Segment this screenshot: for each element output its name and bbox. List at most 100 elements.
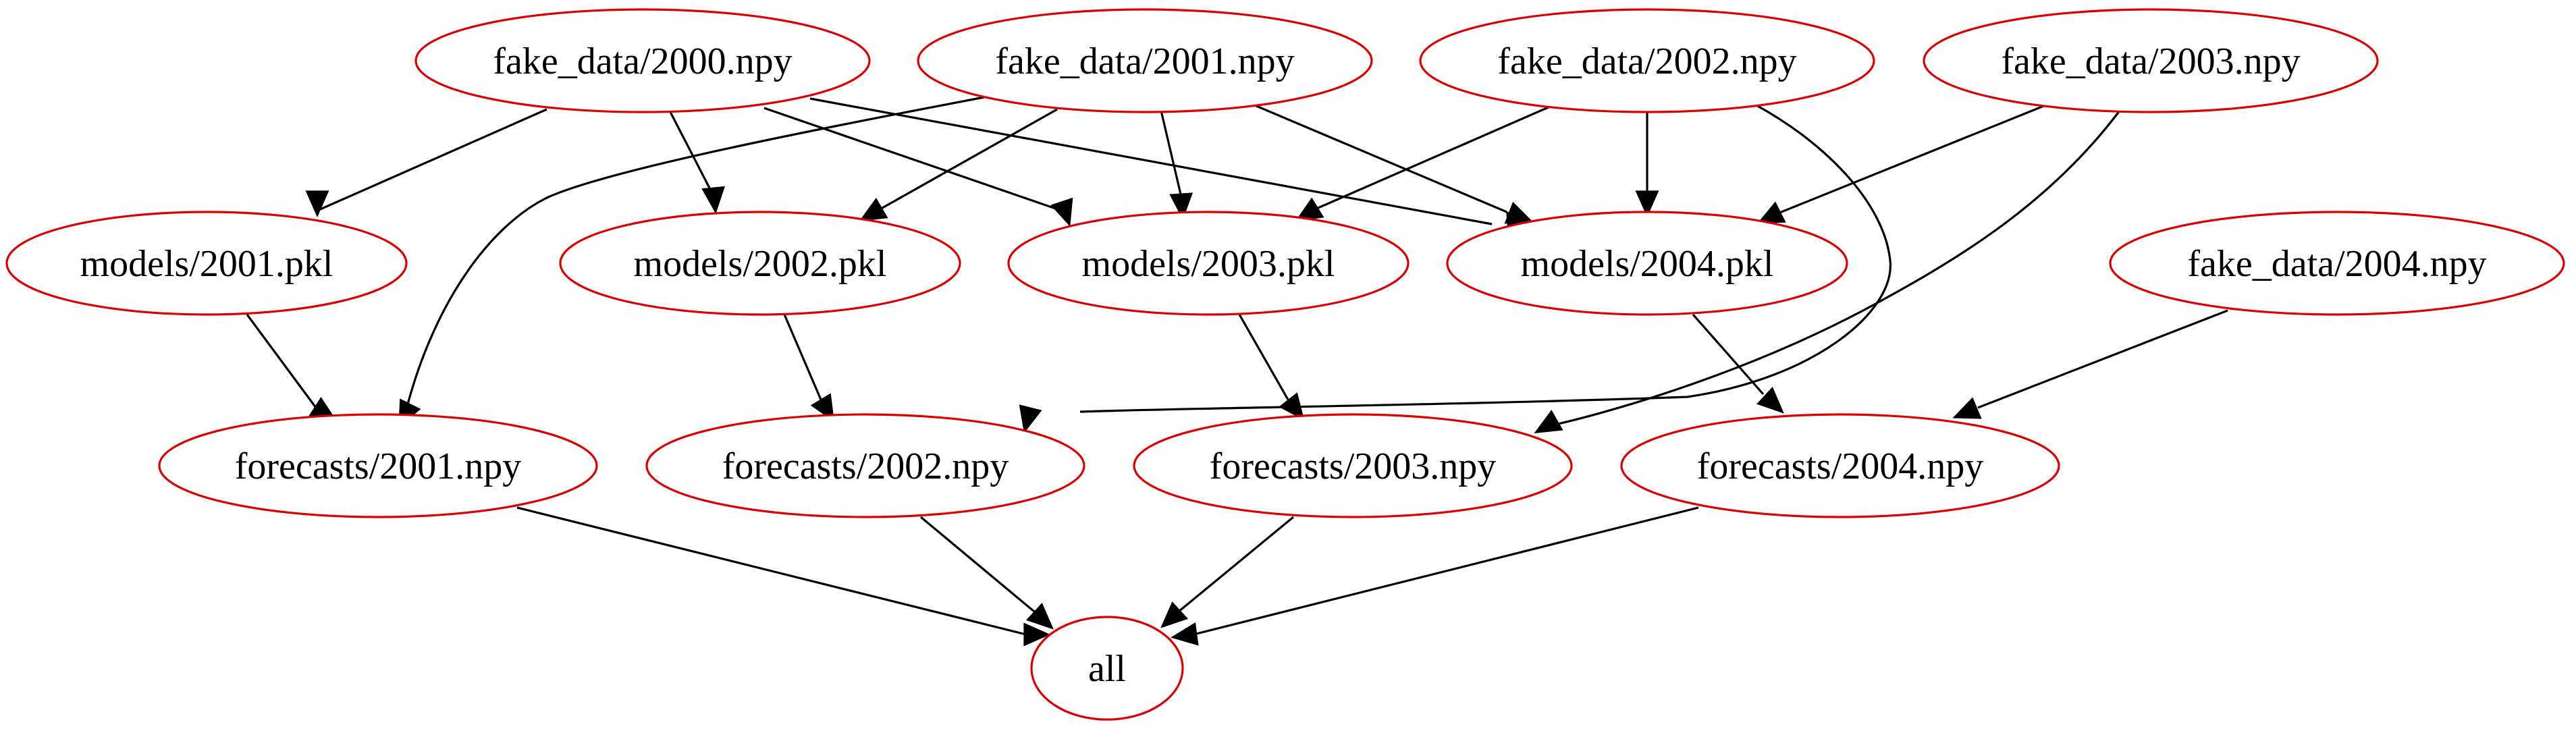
edge-line [668, 110, 716, 198]
node-ellipse [559, 211, 961, 316]
edge-line [919, 516, 1036, 613]
edge-line [809, 97, 1493, 225]
node-m2004[interactable]: models/2004.pkl [1446, 211, 1848, 316]
node-label: fake_data/2001.npy [995, 40, 1294, 82]
edge-m2004-f2004 [1692, 313, 1784, 414]
edge-fd2000-m2002 [668, 110, 725, 214]
node-fd2000[interactable]: fake_data/2000.npy [414, 8, 871, 113]
node-fd2001[interactable]: fake_data/2001.npy [917, 8, 1373, 113]
edge-m2003-f2003 [1238, 314, 1305, 421]
arrowhead-icon [1279, 392, 1305, 421]
node-ellipse [158, 413, 598, 518]
edge-fd2002-m2004 [1635, 112, 1659, 217]
edge-line [1977, 309, 2228, 409]
arrowhead-icon [1025, 603, 1054, 630]
edge-line [1777, 104, 2046, 215]
edge-f2004-all [1171, 506, 1699, 646]
node-ellipse [1923, 8, 2379, 113]
node-ellipse [917, 8, 1373, 113]
edge-line [1160, 110, 1183, 198]
edge-fd2004-f2004 [1952, 309, 2228, 419]
node-ellipse [1030, 616, 1184, 721]
edge-line [246, 314, 317, 408]
arrowhead-icon [1050, 197, 1073, 227]
edge-fd2001-m2002 [859, 108, 1058, 222]
arrowhead-icon [859, 197, 888, 222]
node-m2003[interactable]: models/2003.pkl [1007, 211, 1410, 316]
edge-line [1545, 110, 2121, 428]
edge-fd2002-m2003 [1295, 105, 1551, 222]
node-label: fake_data/2000.npy [493, 40, 792, 82]
arrowhead-icon [1534, 410, 1563, 433]
edge-fd2001-m2004 [1251, 103, 1534, 224]
edge-line [1177, 516, 1295, 613]
node-label: forecasts/2002.npy [722, 445, 1009, 487]
arrowhead-icon [1635, 190, 1659, 217]
node-label: models/2003.pkl [1082, 243, 1335, 285]
node-ellipse [1133, 413, 1573, 518]
node-label: fake_data/2003.npy [2001, 40, 2300, 82]
edge-line [1238, 314, 1289, 400]
node-label: models/2004.pkl [1521, 243, 1774, 285]
node-ellipse [2109, 211, 2565, 316]
arrowhead-icon [1756, 201, 1786, 224]
node-label: forecasts/2003.npy [1210, 445, 1497, 487]
arrowhead-icon [1952, 397, 1982, 419]
edge-line [1079, 103, 1891, 413]
arrowhead-icon [1019, 404, 1042, 433]
edge-line [1314, 105, 1551, 211]
edge-f2001-all [516, 506, 1050, 647]
node-label: models/2002.pkl [634, 243, 887, 285]
edge-m2002-f2002 [783, 314, 835, 423]
node-f2003[interactable]: forecasts/2003.npy [1133, 413, 1573, 518]
node-ellipse [414, 8, 871, 113]
edge-line [1193, 506, 1699, 636]
node-f2002[interactable]: forecasts/2002.npy [645, 413, 1085, 518]
edge-fd2003-m2004 [1756, 104, 2046, 224]
edge-line [1251, 103, 1507, 213]
node-m2002[interactable]: models/2002.pkl [559, 211, 961, 316]
arrowhead-icon [1756, 387, 1784, 414]
edge-line [404, 96, 985, 415]
arrowhead-icon [1023, 622, 1050, 647]
node-fd2004[interactable]: fake_data/2004.npy [2109, 211, 2565, 316]
node-label: fake_data/2004.npy [2187, 243, 2486, 285]
node-m2001[interactable]: models/2001.pkl [5, 211, 408, 316]
edge-line [516, 506, 1027, 636]
edge-f2003-all [1160, 516, 1295, 628]
arrowhead-icon [1169, 192, 1193, 220]
node-ellipse [1007, 211, 1410, 316]
arrowhead-icon [1160, 601, 1189, 628]
node-all[interactable]: all [1030, 616, 1184, 721]
edge-fd2003-f2003 [1534, 110, 2121, 433]
node-label: fake_data/2002.npy [1497, 40, 1796, 82]
node-label: models/2001.pkl [80, 243, 333, 285]
edge-m2001-f2001 [246, 314, 338, 422]
arrowhead-icon [1171, 622, 1199, 646]
edge-line [877, 108, 1058, 212]
edge-fd2000-m2003 [763, 107, 1073, 227]
node-ellipse [645, 413, 1085, 518]
edge-line [763, 107, 1066, 213]
edges-layer [246, 96, 2228, 647]
node-f2004[interactable]: forecasts/2004.npy [1620, 413, 2060, 518]
arrowhead-icon [701, 186, 725, 214]
node-f2001[interactable]: forecasts/2001.npy [158, 413, 598, 518]
node-ellipse [5, 211, 408, 316]
node-ellipse [1446, 211, 1848, 316]
arrowhead-icon [305, 190, 329, 217]
arrowhead-icon [810, 393, 835, 423]
node-ellipse [1620, 413, 2060, 518]
arrowhead-icon [1504, 201, 1534, 224]
node-fd2002[interactable]: fake_data/2002.npy [1419, 8, 1875, 113]
node-ellipse [1419, 8, 1875, 113]
edge-line [1692, 313, 1765, 396]
node-fd2003[interactable]: fake_data/2003.npy [1923, 8, 2379, 113]
edge-fd2000-m2001 [305, 108, 547, 217]
node-label: all [1088, 648, 1126, 690]
edge-fd2002-f2002 [1019, 103, 1891, 433]
node-label: forecasts/2004.npy [1697, 445, 1984, 487]
node-label: forecasts/2001.npy [235, 445, 522, 487]
